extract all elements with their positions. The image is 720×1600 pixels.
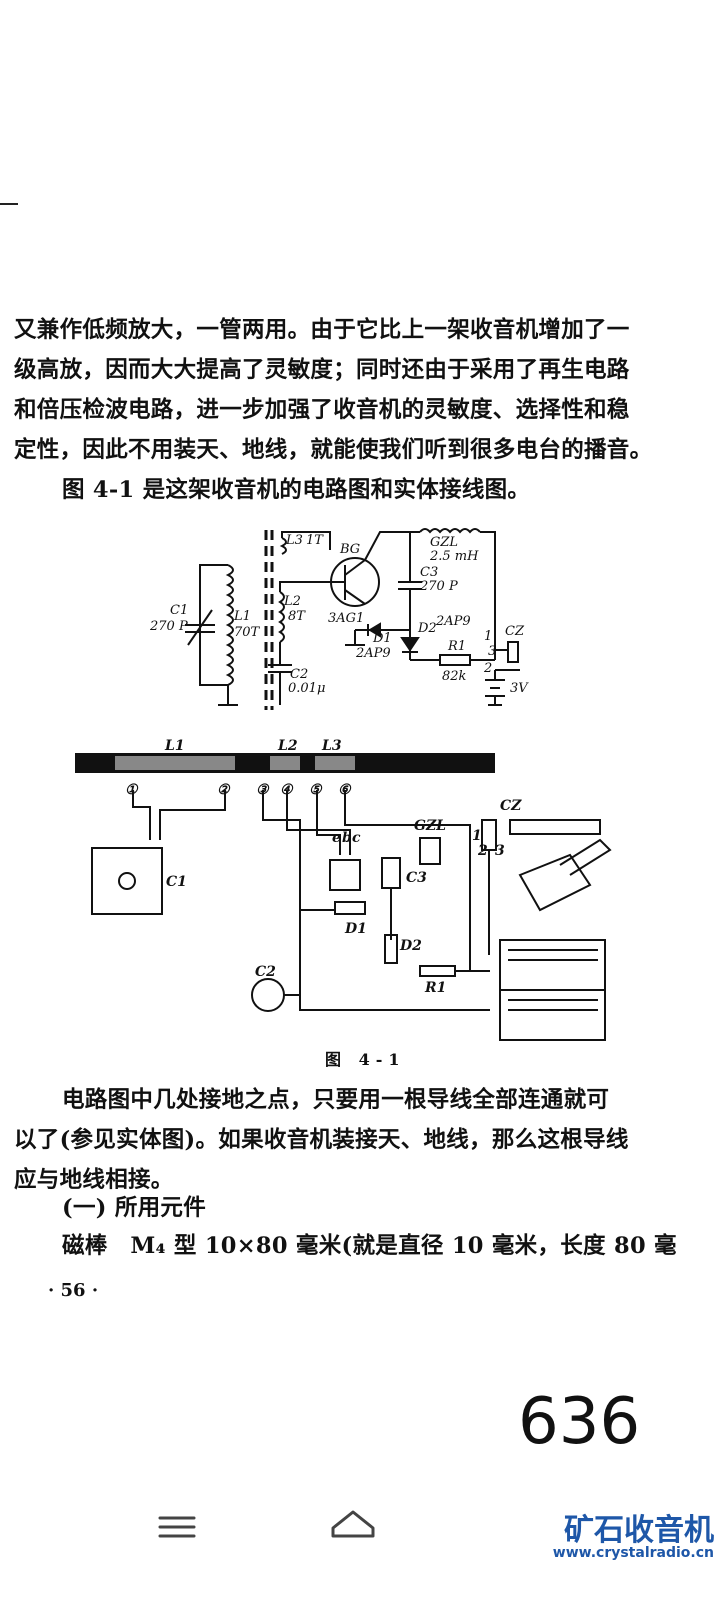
label-gzl-val: 2.5 mH (429, 549, 479, 564)
wiring-label-gzl: GZL (414, 818, 446, 834)
wiring-label-d2: D2 (399, 938, 422, 954)
wiring-label-pin1: 1 (472, 828, 482, 844)
label-battery: 3V (510, 681, 529, 696)
schematic-labels: L3 1T BG GZL 2.5 mH C3 270 P C1 270 P L1… (149, 533, 529, 696)
paragraph-intro: 又兼作低频放大，一管两用。由于它比上一架收音机增加了一 级高放，因而大大提高了灵… (14, 310, 704, 510)
label-l3-turns: 1T (306, 533, 324, 548)
home-button[interactable] (313, 1490, 393, 1560)
label-l1: L1 (233, 609, 251, 624)
home-icon (331, 1510, 375, 1538)
label-pin2: 2 (483, 661, 492, 676)
figure-4-1: L3 1T BG GZL 2.5 mH C3 270 P C1 270 P L1… (0, 510, 720, 1054)
text-line: 磁棒 M₄ 型 10×80 毫米(就是直径 10 毫米，长度 80 毫 (62, 1233, 677, 1259)
wiring-label-c2: C2 (255, 964, 276, 980)
wiring-label-cz: CZ (500, 798, 522, 814)
paragraph-grounding: 电路图中几处接地之点，只要用一根导线全部连通就可 以了(参见实体图)。如果收音机… (14, 1080, 704, 1200)
schematic-diagram (185, 528, 520, 710)
label-c3-val: 270 P (419, 579, 458, 594)
overlay-number: 636 (518, 1385, 641, 1459)
wiring-label-d1: D1 (344, 921, 367, 937)
wiring-label-r1: R1 (424, 980, 446, 996)
label-bg-type: 3AG1 (328, 611, 364, 626)
label-d2-type: 2AP9 (435, 614, 471, 629)
label-bg: BG (339, 542, 360, 557)
menu-button[interactable] (137, 1490, 217, 1560)
text-line: 电路图中几处接地之点，只要用一根导线全部连通就可 (62, 1087, 610, 1113)
label-l2-turns: 8T (288, 609, 306, 624)
text-line: 图 4-1 是这架收音机的电路图和实体接线图。 (62, 477, 531, 503)
edge-mark (0, 203, 18, 205)
wiring-label-l1: L1 (164, 738, 185, 754)
wiring-label-pin2: 2 (477, 843, 488, 859)
label-c2-val: 0.01μ (288, 681, 325, 696)
label-c1-val: 270 P (149, 619, 188, 634)
wiring-label-l3: L3 (321, 738, 342, 754)
label-pin1: 1 (484, 629, 492, 644)
label-d1-type: 2AP9 (355, 646, 391, 661)
terminal-1: ① (125, 782, 139, 798)
terminal-4: ④ (280, 782, 294, 798)
parts-list: 磁棒 M₄ 型 10×80 毫米(就是直径 10 毫米，长度 80 毫 (14, 1226, 704, 1266)
label-c1: C1 (170, 603, 188, 618)
terminal-5: ⑤ (309, 782, 323, 798)
text-line: 级高放，因而大大提高了灵敏度；同时还由于采用了再生电路 (14, 357, 630, 383)
terminal-6: ⑥ (338, 782, 352, 798)
wiring-label-c1: C1 (166, 874, 187, 890)
site-watermark: 矿石收音机 www.crystalradio.cn (553, 1505, 714, 1561)
label-d2: D2 (417, 621, 437, 636)
wiring-label-c3: C3 (406, 870, 427, 886)
text-line: 以了(参见实体图)。如果收音机装接天、地线，那么这根导线 (14, 1127, 629, 1153)
label-l3: L3 (285, 533, 303, 548)
wiring-labels: L1 L2 L3 ① ② ③ ④ ⑤ ⑥ C1 e b c GZL CZ 1 2 (125, 738, 522, 996)
wiring-diagram: L1 L2 L3 ① ② ③ ④ ⑤ ⑥ C1 e b c GZL CZ 1 2 (75, 738, 612, 1041)
label-cz: CZ (505, 624, 525, 639)
text-line: 应与地线相接。 (14, 1167, 174, 1193)
text-line: 和倍压检波电路，进一步加强了收音机的灵敏度、选择性和稳 (14, 397, 630, 423)
label-l1-turns: 70T (234, 625, 261, 640)
heading-text: (一) 所用元件 (62, 1195, 207, 1221)
navigation-bar (0, 1490, 720, 1560)
wiring-label-b: b (342, 830, 352, 846)
label-c2: C2 (290, 667, 308, 682)
label-l2: L2 (283, 594, 301, 609)
wiring-label-c: c (352, 830, 361, 846)
watermark-title: 矿石收音机 (564, 1513, 714, 1548)
terminal-2: ② (217, 782, 231, 798)
label-d1: D1 (372, 631, 392, 646)
page-number: · 56 · (48, 1280, 99, 1301)
label-c3: C3 (420, 565, 438, 580)
wiring-label-pin3: 3 (495, 843, 505, 859)
label-r1-val: 82k (442, 669, 467, 684)
label-r1: R1 (447, 639, 466, 654)
label-pin3: 3 (488, 644, 496, 659)
text-line: 又兼作低频放大，一管两用。由于它比上一架收音机增加了一 (14, 317, 630, 343)
terminal-3: ③ (256, 782, 270, 798)
text-line: 定性，因此不用装天、地线，就能使我们听到很多电台的播音。 (14, 437, 653, 463)
wiring-label-e: e (332, 830, 341, 846)
wiring-label-l2: L2 (277, 738, 298, 754)
circuit-figure: L3 1T BG GZL 2.5 mH C3 270 P C1 270 P L1… (75, 528, 612, 1041)
figure-caption: 图 4-1 (325, 1050, 406, 1069)
menu-icon (158, 1516, 196, 1538)
label-gzl: GZL (430, 535, 458, 550)
section-heading: (一) 所用元件 (14, 1188, 704, 1228)
watermark-url: www.crystalradio.cn (552, 1545, 714, 1561)
